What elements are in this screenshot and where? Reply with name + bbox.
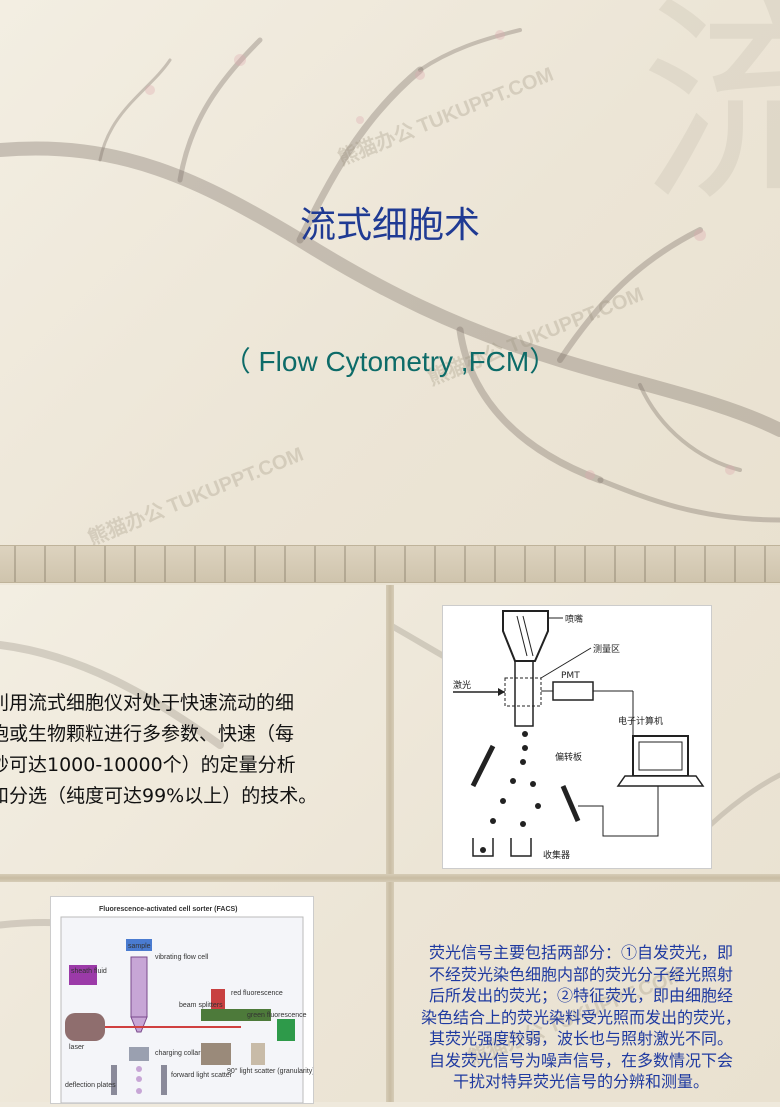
definition-line: 胞或生物颗粒进行多参数、快速（每 [0, 723, 295, 745]
facs-label-sheath: sheath fluid [71, 968, 107, 975]
facs-title: Fluorescence-activated cell sorter (FACS… [99, 906, 238, 913]
decorative-border [0, 545, 780, 583]
facs-label-laser: laser [69, 1044, 85, 1051]
slide-title: 流式细胞术 [299, 205, 480, 246]
fluorescence-line: 不经荧光染色细胞内部的荧光分子经光照射 [428, 964, 733, 984]
facs-label-red: red fluorescence [231, 990, 283, 997]
facs-label-sample: sample [128, 943, 151, 950]
facs-label-green: green fluorescence [247, 1012, 307, 1019]
fluorescence-line: 后所发出的荧光；②特征荧光，即由细胞经 [428, 986, 733, 1005]
label-nozzle: 喷嘴 [565, 614, 583, 625]
svg-text:流: 流 [640, 0, 780, 232]
facs-label-flow-cell: vibrating flow cell [155, 954, 209, 961]
fluorescence-line: 荧光信号主要包括两部分：①自发荧光，即 [428, 943, 733, 962]
facs-label-deflection: deflection plates [65, 1082, 116, 1089]
slide-subtitle: （ Flow Cytometry ,FCM） [222, 346, 558, 377]
fluorescence-line: 干扰对特异荧光信号的分辨和测量。 [452, 1072, 709, 1091]
label-laser: 激光 [453, 679, 471, 691]
nozzle-shape [502, 610, 549, 662]
flow-cytometer-diagram: 喷嘴 测量区 激光 PMT 电子计算机 偏转板 收集器 [442, 605, 712, 869]
definition-line: 秒可达1000-10000个）的定量分析 [0, 754, 296, 776]
facs-label-charging: charging collar [155, 1050, 201, 1057]
definition-line: 和分选（纯度可达99%以上）的技术。 [0, 785, 318, 807]
fluorescence-text: 荧光信号主要包括两部分：①自发荧光，即 不经荧光染色细胞内部的荧光分子经光照射 … [386, 942, 776, 1093]
definition-line: 利用流式细胞仪对处于快速流动的细 [0, 692, 295, 714]
label-pmt: PMT [561, 671, 580, 681]
facs-figure: Fluorescence-activated cell sorter (FACS… [50, 896, 315, 1104]
plum-branch-background: 流 [0, 0, 780, 523]
panel-divider [386, 585, 394, 1102]
label-deflector: 偏转板 [555, 751, 582, 763]
fluorescence-line: 染色结合上的荧光染料受光照而发出的荧光， [420, 1007, 741, 1027]
facs-label-side: 90° light scatter (granularity) [227, 1067, 313, 1075]
facs-label-forward: forward light scatter [171, 1072, 233, 1079]
title-slide: 流 熊猫办公 TUKUPPT.COM 熊猫办公 TUKUPPT.COM 熊猫办公… [0, 0, 780, 585]
panel-divider [0, 874, 780, 882]
fluorescence-line: 其荧光强度较弱，波长也与照射激光不同。 [428, 1029, 733, 1048]
facs-label-beam: beam splitters [179, 1002, 223, 1009]
fluorescence-line: 自发荧光信号为噪声信号，在多数情况下会 [428, 1050, 733, 1070]
label-collector: 收集器 [543, 849, 570, 861]
label-measure-zone: 测量区 [593, 644, 620, 655]
label-computer: 电子计算机 [618, 715, 663, 727]
definition-text: 利用流式细胞仪对处于快速流动的细 胞或生物颗粒进行多参数、快速（每 秒可达100… [0, 688, 385, 812]
